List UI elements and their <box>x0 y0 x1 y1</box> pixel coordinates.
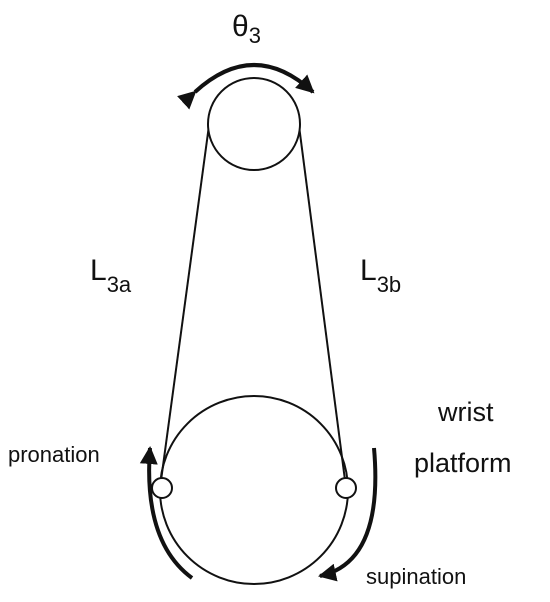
platform-label: platform <box>414 448 512 478</box>
left-attachment-point <box>151 477 173 499</box>
pronation-arrow <box>139 446 194 580</box>
right-cable-label: L3b <box>360 254 401 297</box>
supination-label: supination <box>366 564 466 589</box>
theta-label: θ3 <box>232 10 261 48</box>
wrist-platform-disc <box>159 395 349 585</box>
cable-left <box>159 117 211 489</box>
supination-arrow <box>318 447 378 582</box>
right-attachment-point <box>335 477 357 499</box>
pronation-label: pronation <box>8 442 100 467</box>
theta-rotation-arrow <box>177 63 315 110</box>
cable-right <box>297 117 347 489</box>
top-pulley <box>207 77 301 171</box>
left-cable-label: L3a <box>90 254 132 297</box>
wrist-label: wrist <box>437 397 494 427</box>
